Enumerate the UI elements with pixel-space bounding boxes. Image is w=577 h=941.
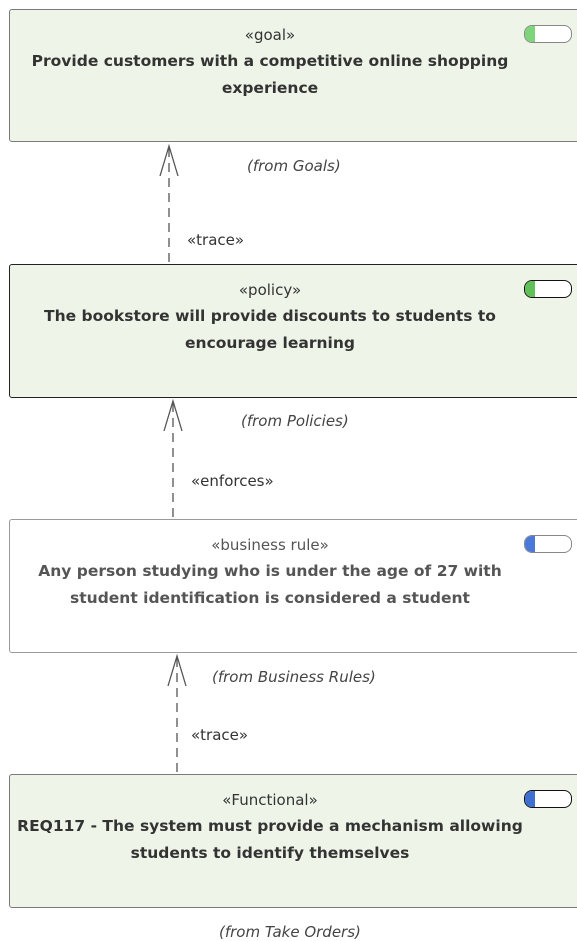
business-rule-status-icon — [524, 535, 572, 553]
business-rule-origin: (from Business Rules) — [212, 668, 376, 686]
business-rule-name: Any person studying who is under the age… — [10, 558, 530, 612]
goal-status-icon — [524, 25, 572, 43]
policy-name-line1: The bookstore will provide discounts to … — [44, 307, 496, 325]
policy-status-fill — [525, 281, 535, 297]
policy-origin: (from Policies) — [241, 412, 349, 430]
business-rule-status-fill — [525, 536, 535, 552]
goal-policy-connector-label: «trace» — [187, 231, 245, 249]
functional-element[interactable]: «Functional» REQ117 - The system must pr… — [9, 774, 577, 908]
policy-name: The bookstore will provide discounts to … — [10, 303, 530, 357]
goal-stereotype: «goal» — [244, 26, 296, 44]
business-rule-name-line2: student identification is considered a s… — [70, 589, 470, 607]
policy-name-line2: encourage learning — [185, 334, 355, 352]
policy-rule-connector-label: «enforces» — [191, 472, 274, 490]
trace-arrowhead-1 — [159, 143, 179, 177]
business-rule-name-line1: Any person studying who is under the age… — [38, 562, 502, 580]
goal-element[interactable]: «goal» Provide customers with a competit… — [9, 9, 577, 142]
policy-status-icon — [524, 280, 572, 298]
trace-arrowhead-2 — [167, 653, 187, 687]
rule-functional-connector-label: «trace» — [191, 726, 249, 744]
business-rule-stereotype: «business rule» — [211, 536, 329, 554]
functional-stereotype: «Functional» — [222, 791, 318, 809]
policy-stereotype: «policy» — [238, 281, 302, 299]
goal-name-line2: experience — [221, 79, 319, 97]
business-rule-element[interactable]: «business rule» Any person studying who … — [9, 519, 577, 653]
goal-origin: (from Goals) — [247, 157, 341, 175]
enforces-arrowhead — [163, 398, 183, 432]
policy-element[interactable]: «policy» The bookstore will provide disc… — [9, 264, 577, 398]
functional-name-line1: REQ117 - The system must provide a mecha… — [17, 817, 523, 835]
functional-origin: (from Take Orders) — [219, 923, 361, 941]
goal-status-fill — [525, 26, 535, 42]
functional-name-line2: students to identify themselves — [130, 844, 410, 862]
functional-status-fill — [525, 791, 535, 807]
functional-name: REQ117 - The system must provide a mecha… — [10, 813, 530, 867]
goal-name-line1: Provide customers with a competitive onl… — [31, 52, 509, 70]
functional-status-icon — [524, 790, 572, 808]
goal-name: Provide customers with a competitive onl… — [10, 48, 530, 102]
